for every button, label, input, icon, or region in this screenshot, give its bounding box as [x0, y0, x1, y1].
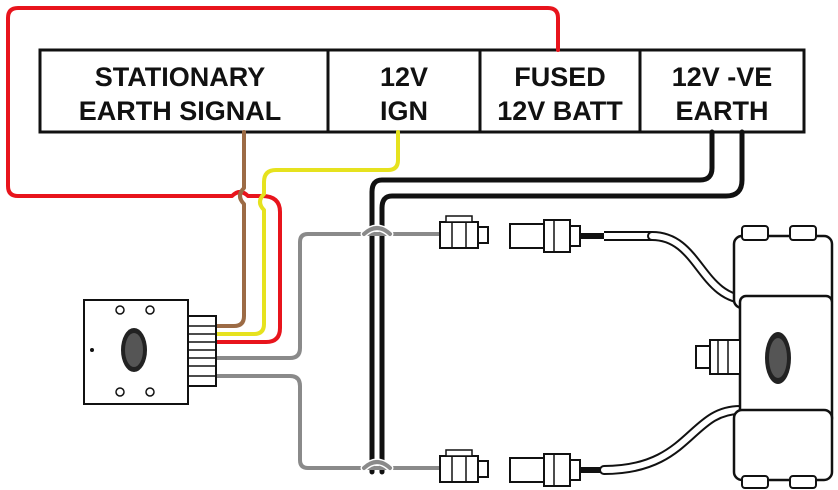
pump-cable-lower [599, 405, 745, 475]
terminal-label-line2: 12V BATT [497, 96, 623, 126]
terminal-12v-ign: 12V IGN [380, 62, 428, 126]
terminal-stationary-earth-signal: STATIONARY EARTH SIGNAL [79, 62, 282, 126]
pump-cable-lower-core [601, 407, 743, 473]
connector-icon [509, 453, 604, 487]
terminal-label-line2: IGN [380, 96, 428, 126]
terminal-label-line1: STATIONARY [95, 62, 266, 92]
battery-wire [6, 6, 560, 344]
terminal-block: STATIONARY EARTH SIGNAL 12V IGN FUSED 12… [38, 48, 806, 134]
connector-icon [439, 215, 489, 249]
control-module-icon [83, 299, 217, 405]
stationary-signal-wire [214, 130, 246, 328]
pump-unit-icon [695, 225, 834, 489]
terminal-label-line1: 12V -VE [672, 62, 773, 92]
connector-icon [509, 219, 652, 253]
terminal-label-line2: EARTH SIGNAL [79, 96, 282, 126]
signal-wire-upper [214, 232, 442, 360]
terminal-12v-ve-earth: 12V -VE EARTH [672, 62, 773, 126]
connector-icon [439, 449, 489, 483]
terminal-fused-12v-batt: FUSED 12V BATT [497, 62, 623, 126]
wire-hop [362, 226, 392, 236]
terminal-label-line1: FUSED [514, 62, 606, 92]
wire-hop [362, 460, 392, 470]
terminal-label-line2: EARTH [676, 96, 769, 126]
earth-wire-outer [369, 129, 715, 475]
signal-wire-lower [214, 374, 442, 470]
terminal-label-line1: 12V [380, 62, 428, 92]
ignition-wire [214, 130, 400, 336]
earth-wire-inner [379, 129, 745, 475]
